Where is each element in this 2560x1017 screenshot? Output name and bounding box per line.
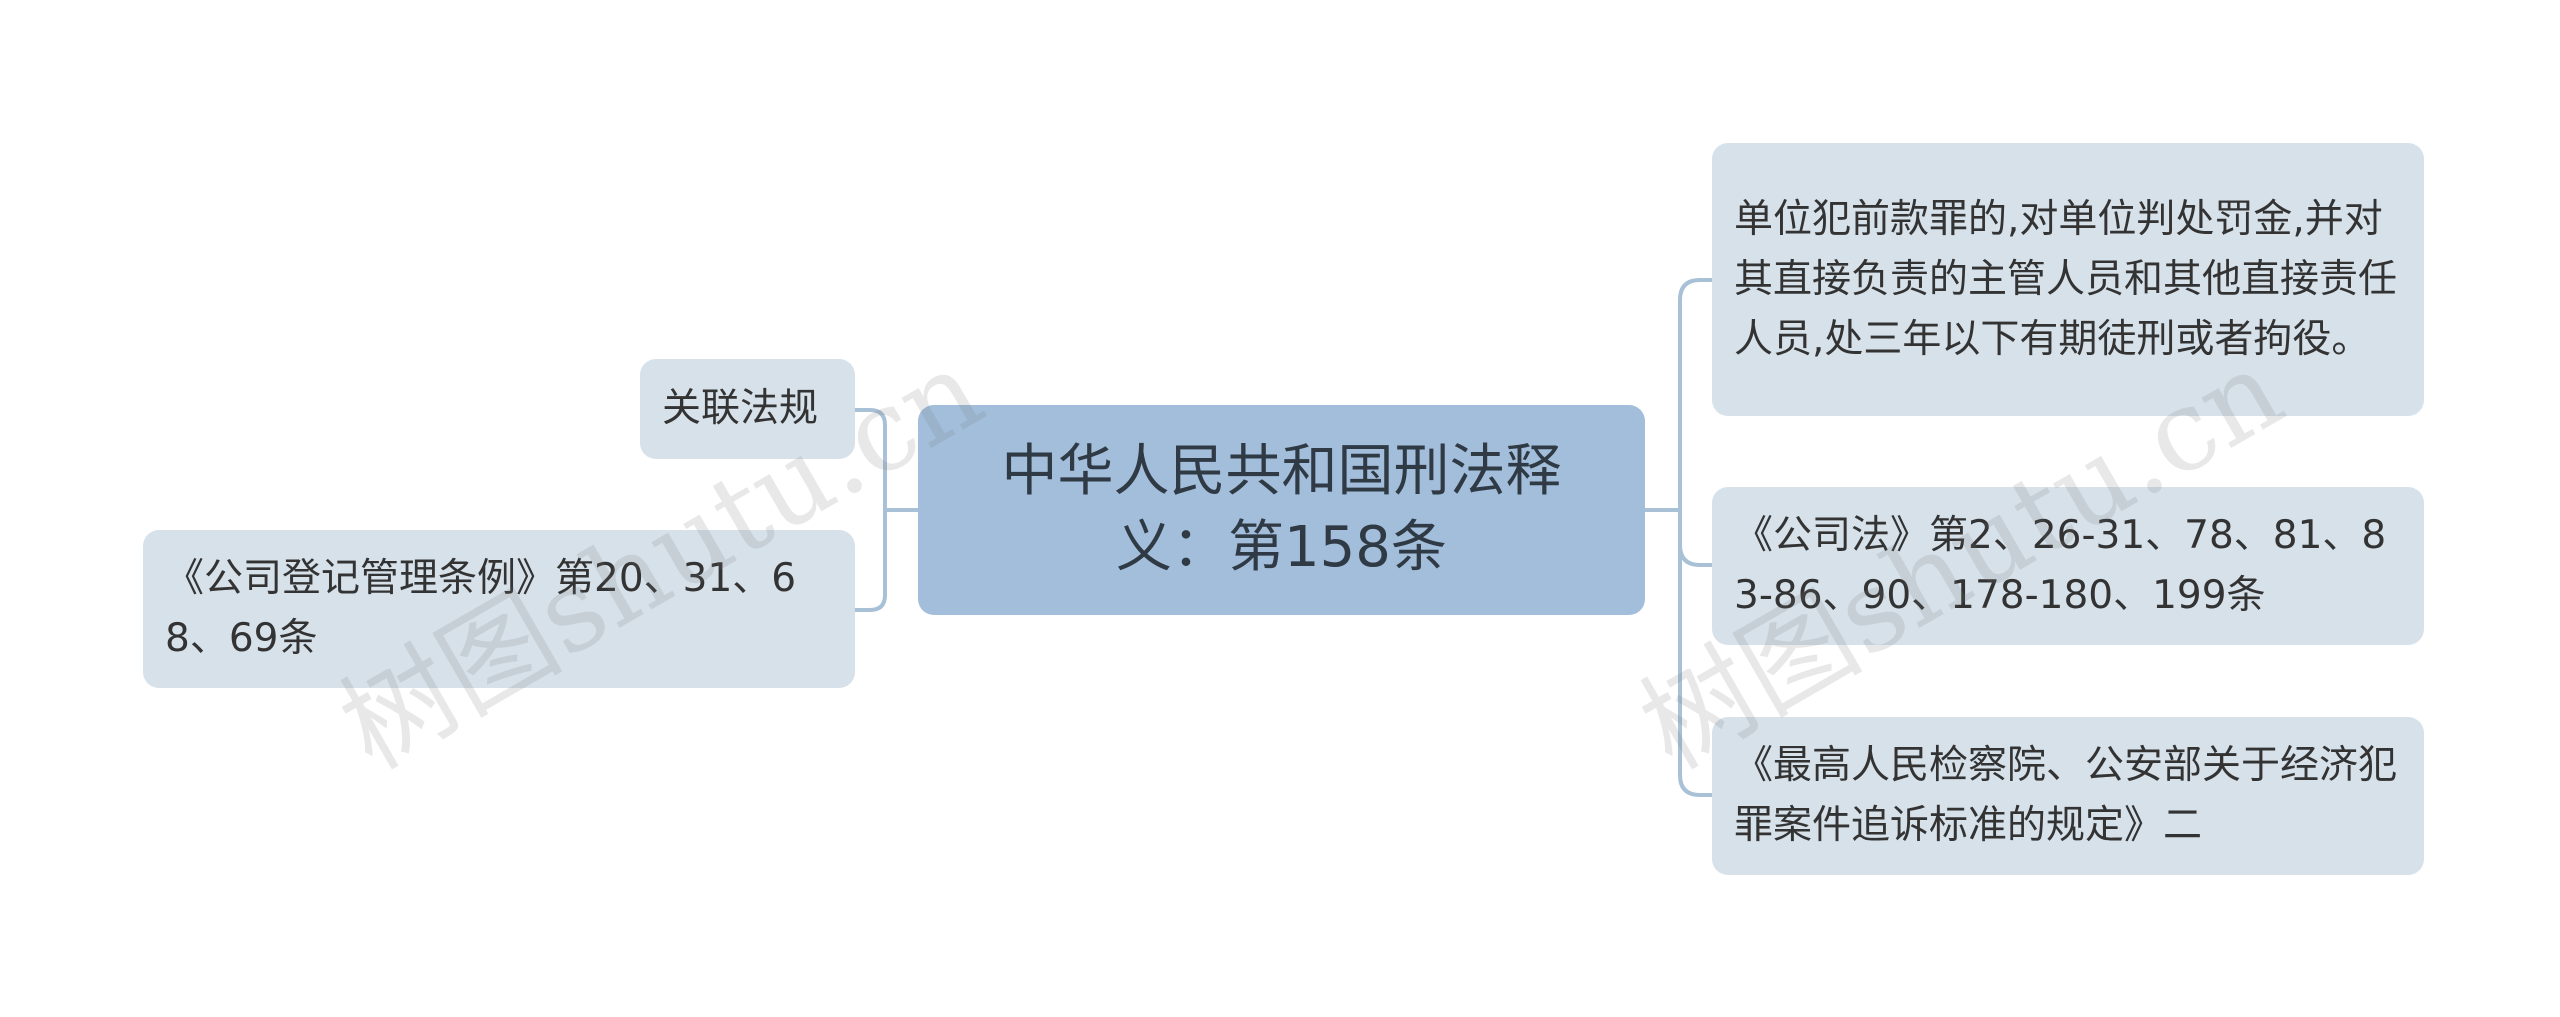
connector-right-company-law: [1678, 510, 1712, 567]
connector-left-reg: [855, 510, 887, 612]
root-topic-label: 中华人民共和国刑法释义：第158条: [1001, 439, 1562, 580]
connector-right-prosecution: [1678, 510, 1712, 797]
topic-company-law[interactable]: 《公司法》第2、26-31、78、81、83-86、90、178-180、199…: [1712, 487, 2424, 645]
topic-company-law-label: 《公司法》第2、26-31、78、81、83-86、90、178-180、199…: [1734, 513, 2387, 618]
root-topic[interactable]: 中华人民共和国刑法释义：第158条: [918, 405, 1645, 615]
topic-company-registration-regulation-label: 《公司登记管理条例》第20、31、68、69条: [165, 556, 797, 661]
topic-unit-crime-penalty-label: 单位犯前款罪的,对单位判处罚金,并对其直接负责的主管人员和其他直接责任人员,处三…: [1734, 196, 2398, 362]
connector-right-penalty: [1678, 278, 1712, 510]
topic-company-registration-regulation[interactable]: 《公司登记管理条例》第20、31、68、69条: [143, 530, 855, 688]
topic-related-regulations-label: 关联法规: [662, 386, 819, 431]
connector-left-related: [855, 408, 887, 510]
topic-prosecution-standards-label: 《最高人民检察院、公安部关于经济犯罪案件追诉标准的规定》二: [1734, 743, 2398, 848]
topic-prosecution-standards[interactable]: 《最高人民检察院、公安部关于经济犯罪案件追诉标准的规定》二: [1712, 717, 2424, 875]
topic-unit-crime-penalty[interactable]: 单位犯前款罪的,对单位判处罚金,并对其直接负责的主管人员和其他直接责任人员,处三…: [1712, 143, 2424, 416]
topic-related-regulations[interactable]: 关联法规: [640, 359, 855, 459]
